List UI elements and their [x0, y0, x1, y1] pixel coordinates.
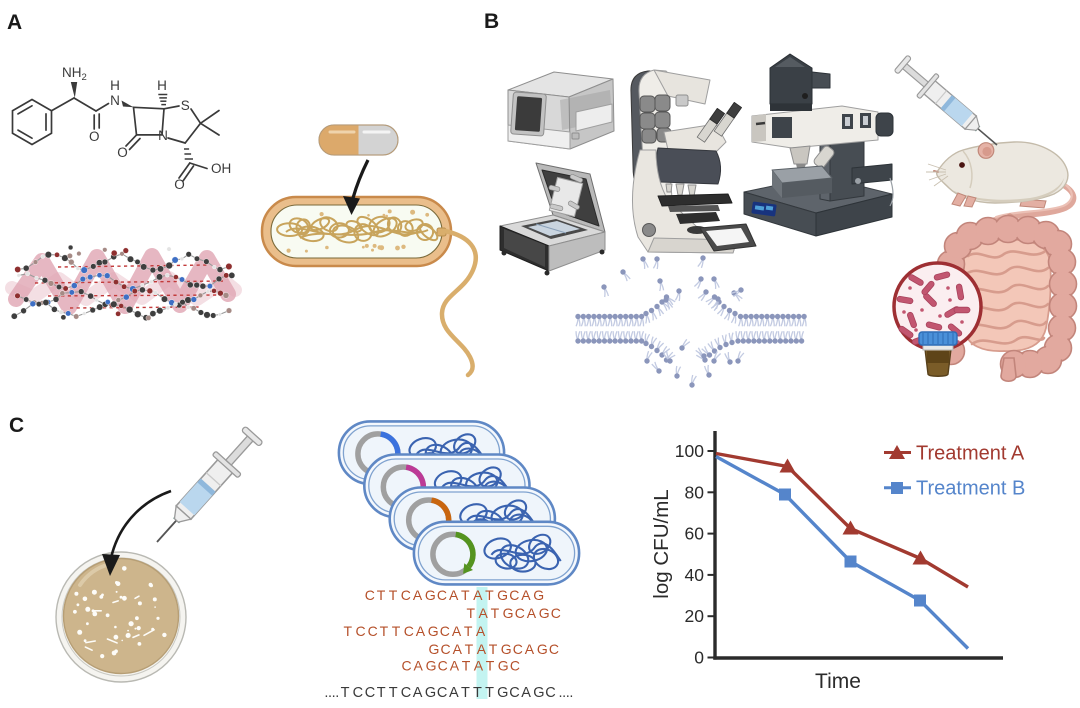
svg-text:H: H [110, 78, 120, 93]
svg-text:TATGCAGC: TATGCAGC [467, 605, 561, 621]
svg-text:Treatment B: Treatment B [916, 478, 1025, 500]
svg-text:TCCTTCAGCATTTGCAGC: TCCTTCAGCATTTGCAGC [341, 685, 556, 701]
svg-text:H: H [157, 78, 167, 93]
svg-text:N: N [158, 128, 168, 143]
svg-text:log CFU/mL: log CFU/mL [650, 489, 673, 598]
svg-text:40: 40 [685, 565, 705, 585]
svg-text:20: 20 [685, 606, 705, 626]
svg-text:Time: Time [815, 670, 861, 693]
svg-text:60: 60 [685, 524, 705, 544]
svg-text:OH: OH [211, 161, 231, 176]
svg-text:B: B [484, 10, 499, 33]
svg-text:A: A [7, 11, 22, 34]
svg-text:CTTCAGCATATGCAG: CTTCAGCATATGCAG [365, 587, 544, 603]
svg-text:GCATATGCAGC: GCATATGCAGC [429, 641, 560, 657]
svg-text:80: 80 [685, 482, 705, 502]
svg-text:CAGCATATGC: CAGCATATGC [402, 658, 521, 674]
svg-text:S: S [181, 98, 190, 113]
svg-text:....: .... [559, 685, 574, 701]
svg-text:O: O [89, 129, 100, 144]
svg-text:NH2: NH2 [62, 65, 87, 83]
svg-text:O: O [117, 145, 128, 160]
svg-text:Treatment A: Treatment A [916, 443, 1025, 465]
svg-text:C: C [9, 414, 24, 437]
svg-text:O: O [174, 177, 185, 192]
svg-text:100: 100 [675, 441, 704, 461]
svg-text:....: .... [324, 685, 339, 701]
svg-text:N: N [110, 93, 120, 108]
svg-text:0: 0 [694, 648, 704, 668]
